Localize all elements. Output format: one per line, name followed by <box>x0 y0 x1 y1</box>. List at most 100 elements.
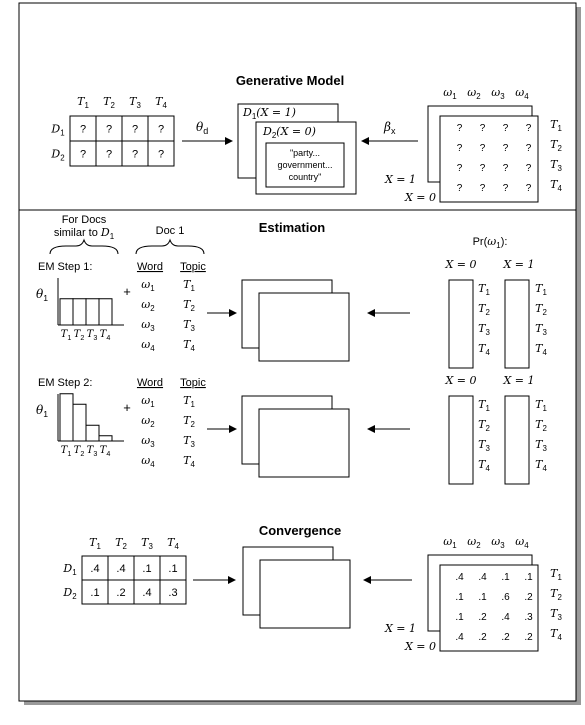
em-step-label: EM Step 1: <box>38 261 92 273</box>
word-header: Word <box>137 261 163 273</box>
plus-sign: + <box>123 400 131 415</box>
matrix-front-card <box>439 564 539 652</box>
pr-column-x0 <box>448 279 474 369</box>
word-symbol: ω2 <box>141 298 154 313</box>
matrix-cell: .6 <box>501 592 510 603</box>
pr-x1-topic-label: T1 <box>535 282 547 297</box>
pr-x1-topic-label: T1 <box>535 398 547 413</box>
matrix-cell: .4 <box>501 612 510 623</box>
matrix-cell: .1 <box>501 572 510 583</box>
matrix-cell: ? <box>526 163 532 174</box>
doc1-label: Doc 1 <box>156 225 185 237</box>
topic-row-label: T3 <box>550 158 562 173</box>
topic-col-label: T3 <box>129 95 141 110</box>
matrix-cell: .2 <box>501 632 510 643</box>
bar-tick-label: T3 <box>87 329 98 342</box>
pr-column-x1 <box>504 395 530 485</box>
grid-cell: .1 <box>142 563 151 575</box>
pr-x0-topic-label: T4 <box>478 342 490 357</box>
matrix-cell: ? <box>503 123 509 134</box>
pr-x0-topic-label: T4 <box>478 458 490 473</box>
matrix-cell: .2 <box>524 592 533 603</box>
grid-cell: .1 <box>168 563 177 575</box>
doc-row-label: D2 <box>50 148 64 163</box>
word-col-label: ω2 <box>467 535 480 550</box>
topic-symbol: T2 <box>183 414 195 429</box>
word-col-label: ω1 <box>443 86 457 101</box>
matrix-cell: ? <box>457 143 463 154</box>
topic-header: Topic <box>180 261 206 273</box>
quote-line: country" <box>289 172 322 182</box>
topic-col-label: T1 <box>89 536 101 551</box>
quote-line: "party... <box>290 148 320 158</box>
word-symbol: ω3 <box>141 434 155 449</box>
topic-row-label: T2 <box>550 138 562 153</box>
topic-bar <box>72 403 87 442</box>
matrix-cell: .2 <box>478 632 487 643</box>
x1-label: X = 1 <box>384 173 416 186</box>
grid-cell: ? <box>158 124 164 136</box>
matrix-cell: .4 <box>478 572 487 583</box>
matrix-cell: .1 <box>478 592 487 603</box>
pr-x1-topic-label: T3 <box>535 438 547 453</box>
grid-cell: .1 <box>90 587 99 599</box>
topic-bar <box>85 298 100 326</box>
topic-header: Topic <box>180 377 206 389</box>
topic-row-label: T1 <box>550 567 562 582</box>
pr-x1-label: X = 1 <box>502 258 534 271</box>
grid-cell: ? <box>80 149 86 161</box>
topic-symbol: T4 <box>183 454 195 469</box>
em-step-label: EM Step 2: <box>38 377 92 389</box>
pr-x1-topic-label: T2 <box>535 418 547 433</box>
topic-row-label: T3 <box>550 607 562 622</box>
bar-tick-label: T1 <box>61 329 72 342</box>
bar-tick-label: T3 <box>87 445 98 458</box>
word-symbol: ω4 <box>141 338 155 353</box>
x0-label: X = 0 <box>404 640 436 653</box>
topic-col-label: T3 <box>141 536 153 551</box>
topic-bar <box>59 298 74 326</box>
topic-symbol: T3 <box>183 434 195 449</box>
topic-row-label: T4 <box>550 178 562 193</box>
matrix-cell: .1 <box>455 592 464 603</box>
grid-cell: ? <box>158 149 164 161</box>
generative-title: Generative Model <box>236 73 344 88</box>
matrix-cell: ? <box>480 163 486 174</box>
doc-quote-box <box>265 142 345 188</box>
grid-cell: .2 <box>116 587 125 599</box>
matrix-cell: .2 <box>524 632 533 643</box>
bar-tick-label: T1 <box>61 445 72 458</box>
estimation-card-front <box>258 408 350 478</box>
word-symbol: ω3 <box>141 318 155 333</box>
topic-symbol: T4 <box>183 338 195 353</box>
matrix-cell: ? <box>503 143 509 154</box>
bar-tick-label: T4 <box>100 329 111 342</box>
matrix-front-card <box>439 115 539 203</box>
theta-1-label: θ1 <box>36 403 48 419</box>
pr-x0-label: X = 0 <box>444 258 476 271</box>
bar-tick-label: T2 <box>74 445 85 458</box>
matrix-cell: ? <box>480 183 486 194</box>
topic-bar <box>85 424 100 442</box>
pr-x1-topic-label: T4 <box>535 342 547 357</box>
plus-sign: + <box>123 284 131 299</box>
pr-x0-topic-label: T1 <box>478 282 490 297</box>
brace-doc1 <box>135 238 205 255</box>
topic-bar <box>98 435 113 442</box>
word-header: Word <box>137 377 163 389</box>
topic-row-label: T4 <box>550 627 562 642</box>
for-docs-label: For Docs <box>62 214 107 226</box>
doc-quote-text: "party...government...country" <box>277 148 332 182</box>
matrix-cell: .4 <box>455 572 464 583</box>
theta-d-label: θd <box>196 120 208 136</box>
x1-label: X = 1 <box>384 622 416 635</box>
bar-tick-label: T4 <box>100 445 111 458</box>
topic-col-label: T2 <box>115 536 127 551</box>
matrix-cell: ? <box>526 183 532 194</box>
doc-row-label: D1 <box>62 562 77 577</box>
topic-bar <box>59 393 74 442</box>
grid-cell: .4 <box>116 563 125 575</box>
estimation-title: Estimation <box>259 220 326 235</box>
